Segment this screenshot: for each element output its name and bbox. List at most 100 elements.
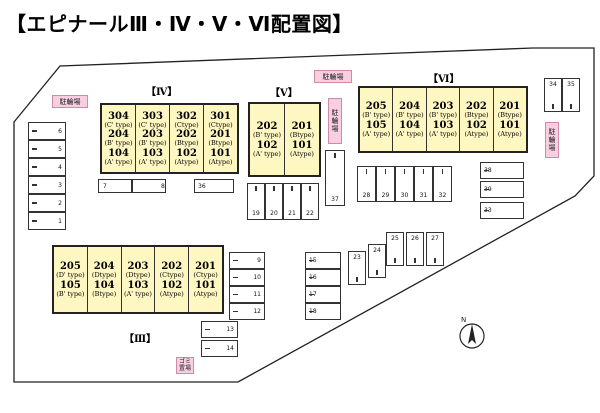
unit-type: (A' type): [395, 129, 424, 138]
unit-number: 103: [127, 279, 149, 291]
unit-number: 201: [195, 261, 217, 273]
unit-type: (B' type): [429, 111, 458, 120]
unit-cell[interactable]: 203(Dtype)103(A' type): [122, 247, 156, 312]
north-arrow-icon: N: [459, 316, 485, 349]
building-iii: 205(D' type)105(B' type) 204(Dtype)104(B…: [52, 245, 224, 314]
parking-space[interactable]: 17: [305, 286, 341, 303]
parking-space[interactable]: 20: [265, 183, 283, 220]
unit-type: (A' type): [124, 289, 152, 298]
unit-number: 202: [465, 101, 487, 113]
unit-cell[interactable]: 201(Ctype)101(Atype): [189, 247, 222, 312]
unit-type: (B' type): [56, 289, 85, 298]
unit-type: (Dtype): [91, 271, 117, 280]
parking-space[interactable]: 29: [376, 166, 395, 202]
parking-space[interactable]: 8: [132, 179, 166, 193]
parking-space[interactable]: 1: [28, 212, 66, 230]
unit-cell[interactable]: 201(Btype)101(Atype): [285, 104, 319, 175]
bicycle-parking: 駐輪場: [314, 70, 352, 83]
parking-space[interactable]: 11: [229, 286, 265, 303]
parking-space[interactable]: 6: [28, 122, 66, 140]
parking-space[interactable]: 21: [283, 183, 301, 220]
unit-type: (Atype): [193, 289, 218, 298]
trash-area: ゴミ 置場: [176, 357, 194, 374]
unit-type: (A' type): [104, 157, 133, 166]
unit-number: 303: [142, 110, 163, 122]
parking-space[interactable]: 31: [414, 166, 433, 202]
unit-cell[interactable]: 302(Ctype)202(Btype)102(Atype): [170, 105, 204, 172]
unit-cell[interactable]: 301(Ctype)201(Btype)101(Atype): [204, 105, 237, 172]
unit-cell[interactable]: 304(C' type)204(B' type)104(A' type): [102, 105, 136, 172]
unit-cell[interactable]: 202(Ctype)102(Atype): [155, 247, 190, 312]
unit-number: 203: [432, 101, 454, 113]
trash-label-top: ゴミ: [178, 358, 191, 366]
unit-number: 102: [176, 147, 197, 159]
parking-space[interactable]: 27: [426, 232, 444, 266]
parking-space[interactable]: 23: [348, 251, 366, 285]
parking-space[interactable]: 37: [325, 150, 345, 206]
unit-cell[interactable]: 205(B' type)105(A' type): [360, 88, 394, 151]
unit-number: 201: [210, 129, 231, 141]
parking-space[interactable]: 33: [480, 202, 524, 219]
parking-space[interactable]: 35: [562, 78, 580, 112]
unit-type: (Atype): [159, 289, 184, 298]
parking-space[interactable]: 25: [386, 232, 404, 266]
parking-space[interactable]: 36: [194, 179, 234, 193]
parking-space[interactable]: 39: [480, 181, 524, 198]
parking-space[interactable]: 14: [201, 340, 238, 357]
unit-type: (A' type): [362, 129, 391, 138]
unit-number: 101: [499, 119, 521, 131]
unit-number: 102: [465, 119, 487, 131]
unit-cell[interactable]: 205(D' type)105(B' type): [54, 247, 88, 312]
parking-space[interactable]: 34: [544, 78, 562, 112]
parking-space[interactable]: 16: [305, 269, 341, 286]
unit-number: 204: [399, 101, 421, 113]
parking-space[interactable]: 9: [229, 252, 265, 269]
unit-number: 202: [161, 261, 183, 273]
parking-space[interactable]: 19: [247, 183, 265, 220]
unit-cell[interactable]: 204(Dtype)104(Btype): [88, 247, 122, 312]
unit-number: 104: [108, 147, 129, 159]
unit-cell[interactable]: 303(C' type)203(B' type)103(A' type): [136, 105, 170, 172]
parking-space[interactable]: 15: [305, 252, 341, 269]
unit-number: 302: [176, 110, 197, 122]
unit-cell[interactable]: 202(Btype)102(Atype): [460, 88, 494, 151]
parking-space[interactable]: 38: [480, 162, 524, 179]
unit-number: 205: [59, 261, 81, 273]
parking-space[interactable]: 13: [201, 321, 238, 338]
unit-type: (Btype): [174, 139, 199, 148]
parking-space[interactable]: 32: [433, 166, 452, 202]
trash-label-bottom: 置場: [178, 364, 191, 372]
parking-space[interactable]: 22: [301, 183, 319, 220]
parking-space[interactable]: 5: [28, 140, 66, 158]
unit-type: (Ctype): [193, 271, 218, 280]
unit-number: 205: [365, 101, 387, 113]
unit-type: (Btype): [289, 131, 315, 140]
building-v: 202(B' type)102(A' type) 201(Btype)101(A…: [248, 102, 321, 177]
unit-number: 304: [108, 110, 129, 122]
unit-cell[interactable]: 202(B' type)102(A' type): [250, 104, 285, 175]
unit-type: (Btype): [497, 111, 522, 120]
unit-number: 202: [176, 129, 197, 141]
parking-space[interactable]: 3: [28, 176, 66, 194]
parking-space[interactable]: 18: [305, 303, 341, 320]
unit-number: 201: [499, 101, 521, 113]
unit-cell[interactable]: 201(Btype)101(Atype): [494, 88, 526, 151]
parking-space[interactable]: 7: [98, 179, 132, 193]
parking-space[interactable]: 24: [368, 244, 386, 278]
unit-number: 101: [210, 147, 231, 159]
parking-space[interactable]: 4: [28, 158, 66, 176]
unit-cell[interactable]: 203(B' type)103(A' type): [427, 88, 461, 151]
parking-space[interactable]: 2: [28, 194, 66, 212]
building-iv: 304(C' type)204(B' type)104(A' type) 303…: [100, 103, 239, 174]
parking-space[interactable]: 10: [229, 269, 265, 286]
unit-number: 204: [108, 129, 129, 141]
unit-cell[interactable]: 204(B' type)104(A' type): [393, 88, 427, 151]
unit-type: (Btype): [92, 289, 117, 298]
bicycle-parking: 駐輪場: [328, 98, 342, 144]
unit-type: (Ctype): [174, 121, 199, 129]
unit-number: 101: [195, 279, 217, 291]
parking-space[interactable]: 26: [406, 232, 424, 266]
bicycle-parking: 駐輪場: [545, 122, 559, 158]
parking-space[interactable]: 30: [395, 166, 414, 202]
parking-space[interactable]: 28: [357, 166, 376, 202]
